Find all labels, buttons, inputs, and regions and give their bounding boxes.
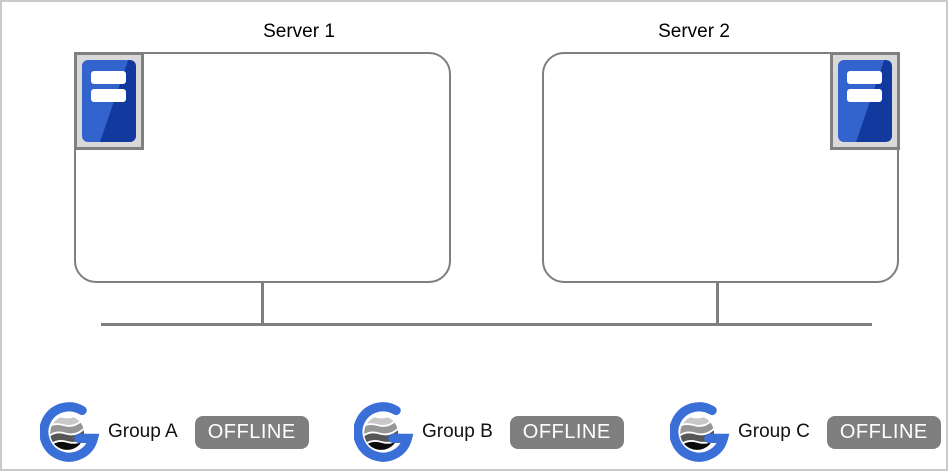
group-c-status-badge: OFFLINE <box>826 415 941 449</box>
group-a-status-badge: OFFLINE <box>194 415 309 449</box>
server-tower-icon <box>830 52 900 150</box>
globe-g-icon <box>670 402 730 462</box>
group-a-label: Group A <box>108 421 178 442</box>
group-a-row: Group A OFFLINE <box>40 401 309 463</box>
group-c-row: Group C OFFLINE <box>670 401 941 463</box>
server-drive-slot <box>90 88 126 102</box>
server-2-label: Server 2 <box>658 21 730 42</box>
group-b-row: Group B OFFLINE <box>354 401 624 463</box>
server-drive-slot <box>90 70 126 84</box>
server-tower-body <box>82 60 136 142</box>
group-b-label: Group B <box>422 421 493 442</box>
group-c-label: Group C <box>738 421 810 442</box>
globe-g-icon <box>354 402 414 462</box>
server-tower-icon <box>74 52 144 150</box>
server-drive-slot <box>846 70 882 84</box>
server-2-connector-line <box>716 283 719 326</box>
server-1-label: Server 1 <box>263 21 335 42</box>
network-bus-line <box>101 323 872 326</box>
server-drive-slot <box>846 88 882 102</box>
server-1-connector-line <box>261 283 264 326</box>
globe-g-icon <box>40 402 100 462</box>
server-tower-body <box>838 60 892 142</box>
group-b-status-badge: OFFLINE <box>509 415 624 449</box>
